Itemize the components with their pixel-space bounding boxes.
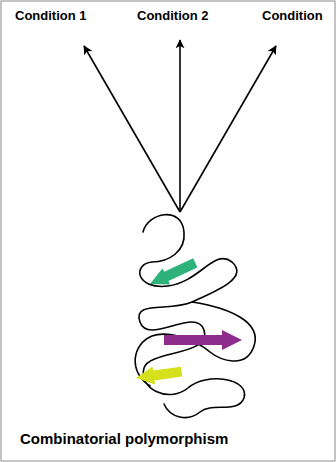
condition-label: Condition 2 (137, 8, 209, 23)
condition-arrow (180, 46, 276, 212)
caption-label: Combinatorial polymorphism (20, 430, 228, 447)
condition-arrow (179, 40, 181, 212)
condition-arrow (84, 46, 180, 212)
condition-label: Condition (262, 8, 323, 23)
condition-label: Condition 1 (15, 8, 87, 23)
protein-chain (135, 215, 255, 418)
condition-arrows (84, 40, 276, 212)
purple-strand-arrow (164, 330, 242, 350)
green-strand-arrow (146, 255, 199, 292)
yellow-strand-arrow (135, 363, 183, 387)
